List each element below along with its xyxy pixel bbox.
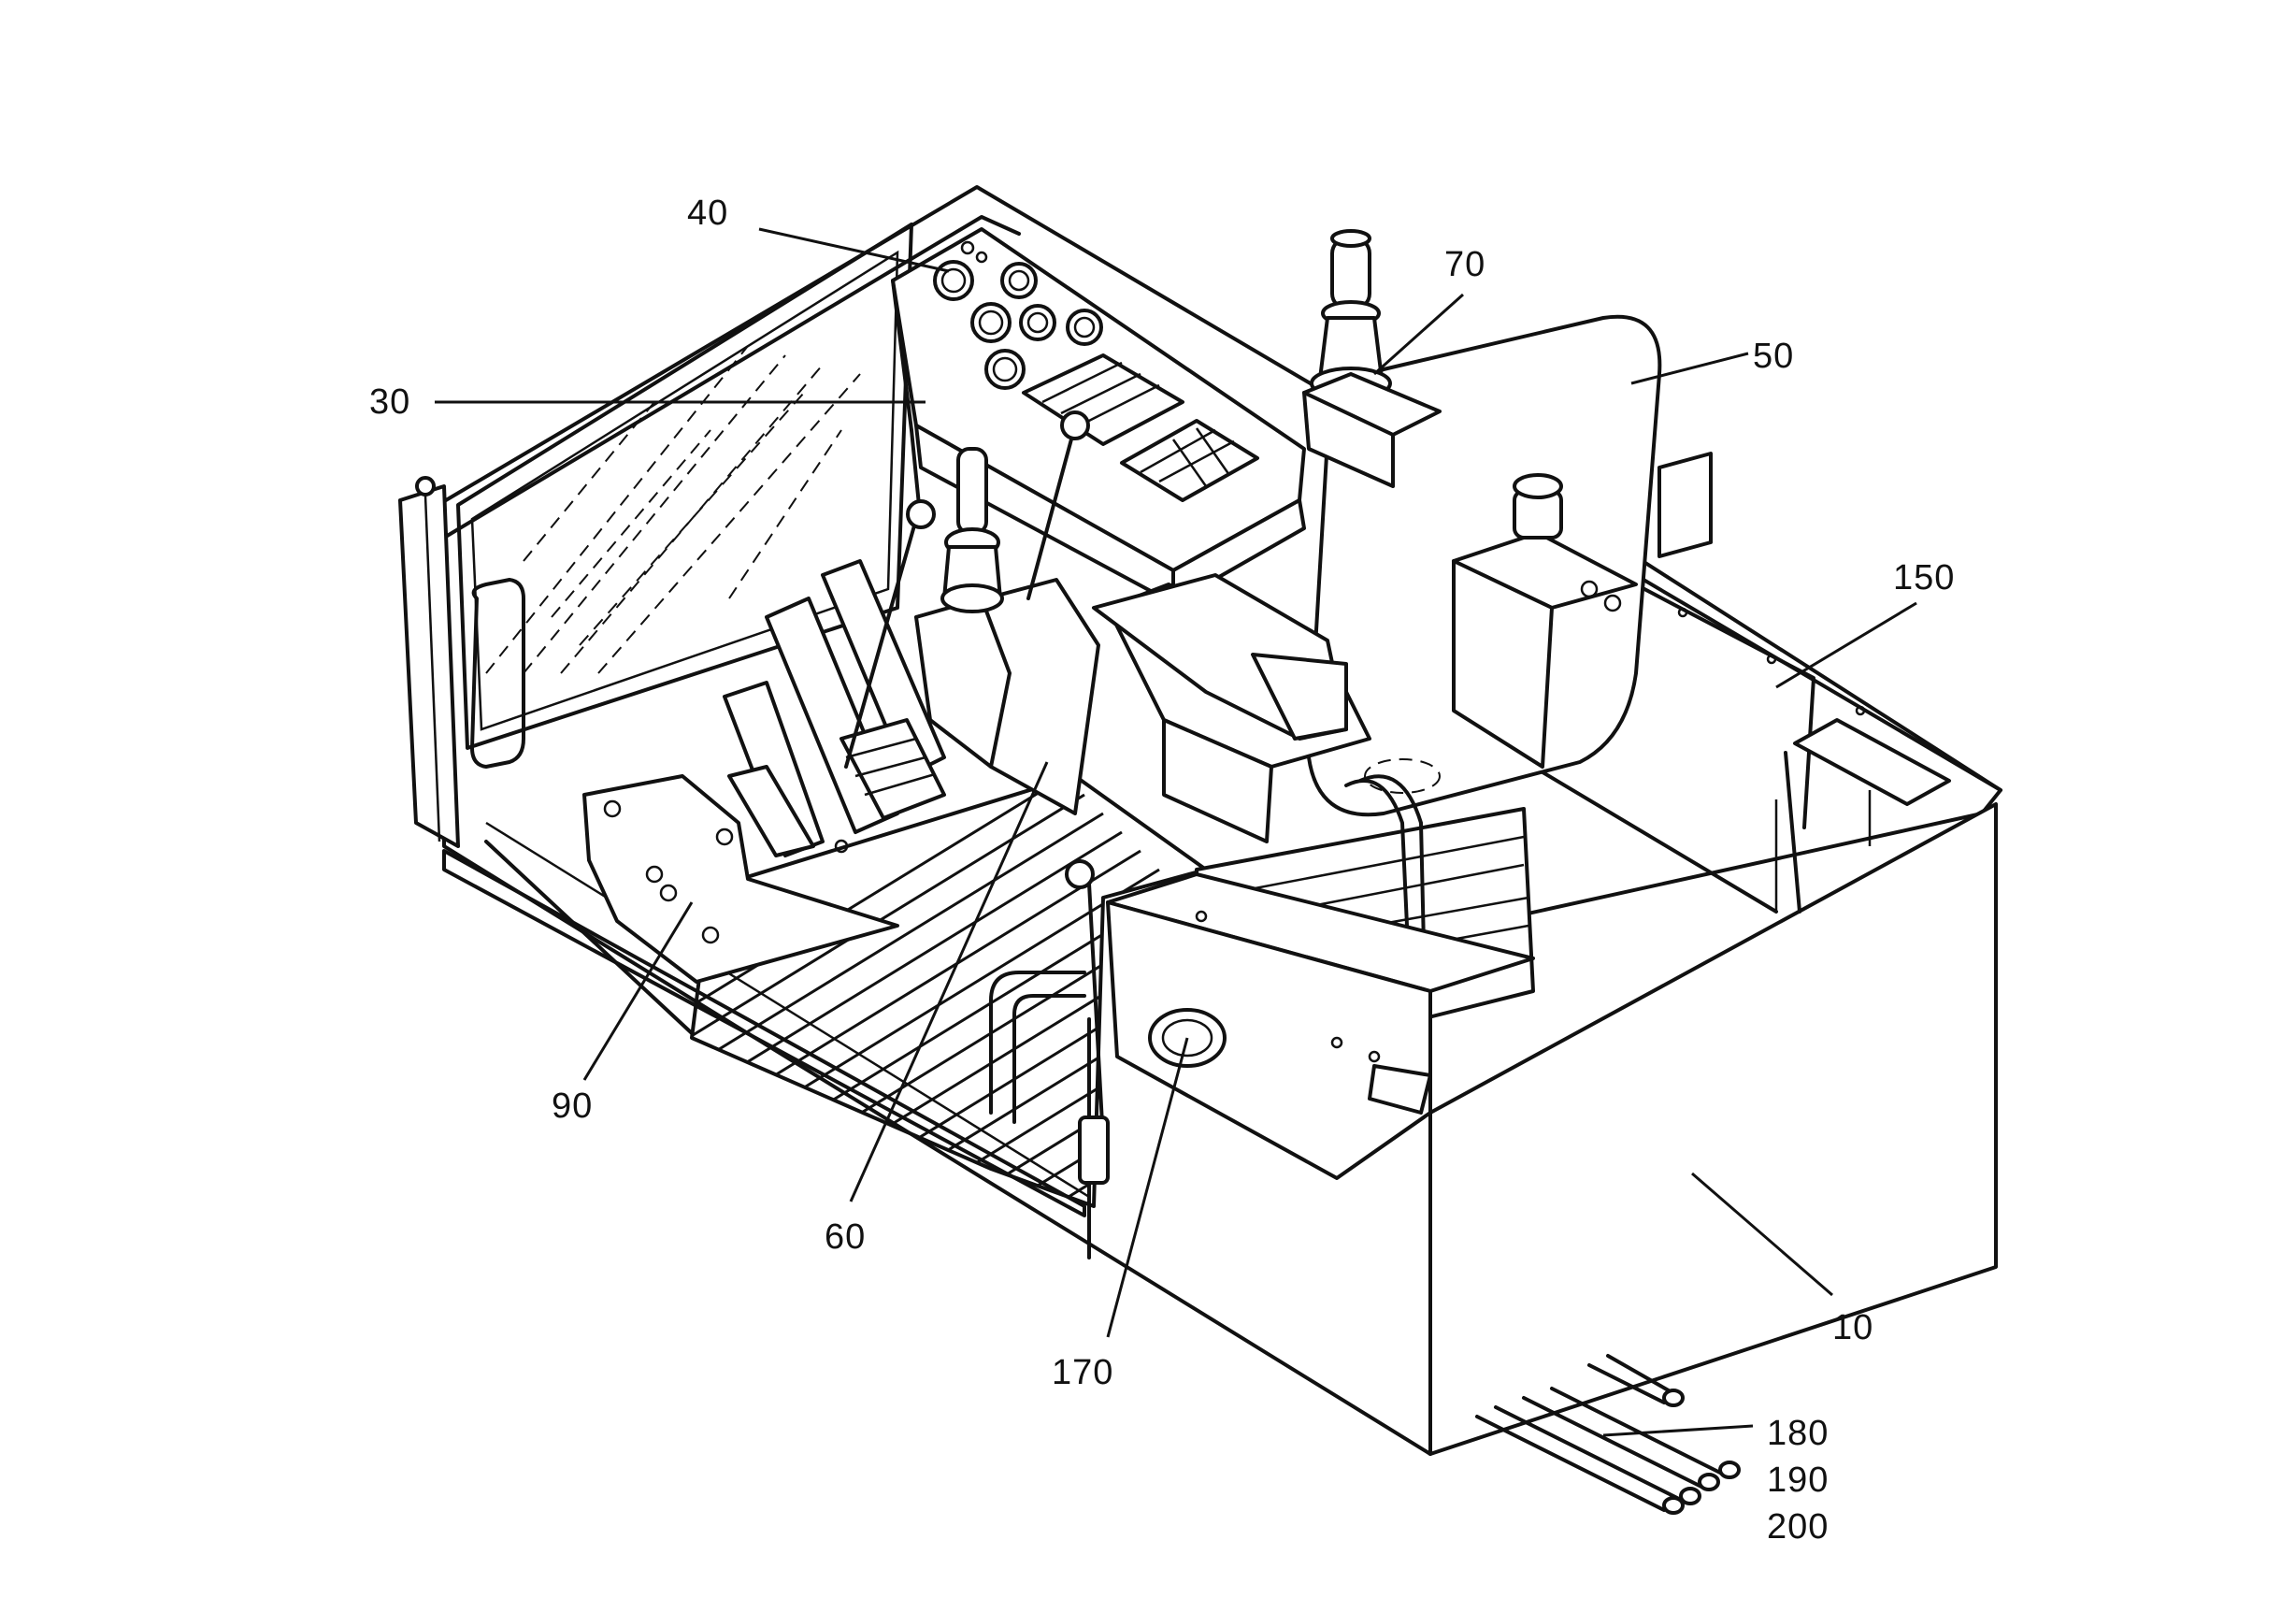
foot-plate — [582, 774, 899, 984]
rear-joystick — [1302, 229, 1442, 488]
label-90: 90 — [552, 1087, 593, 1126]
label-180: 180 — [1767, 1414, 1829, 1453]
switch-panel — [1022, 353, 1259, 502]
label-10: 10 — [1832, 1308, 1873, 1347]
label-190: 190 — [1767, 1461, 1829, 1500]
foot-pedals — [723, 559, 946, 857]
label-30: 30 — [369, 382, 410, 422]
label-170: 170 — [1052, 1353, 1113, 1392]
hydraulic-lines — [1475, 1354, 1741, 1515]
label-150: 150 — [1893, 558, 1955, 597]
left-control-console — [844, 410, 1100, 815]
lower-cabinet — [1106, 872, 1535, 1180]
left-door-frame — [398, 223, 913, 848]
label-50: 50 — [1753, 337, 1794, 376]
label-70: 70 — [1444, 245, 1485, 284]
window-glass — [485, 345, 861, 674]
label-40: 40 — [687, 194, 728, 233]
label-200: 200 — [1767, 1507, 1829, 1547]
floor-lever — [989, 859, 1110, 1185]
reference-labels: 40 30 70 50 150 90 60 170 10 180 190 200 — [369, 194, 1955, 1547]
label-60: 60 — [825, 1217, 866, 1257]
leader-lines — [435, 227, 1917, 1437]
